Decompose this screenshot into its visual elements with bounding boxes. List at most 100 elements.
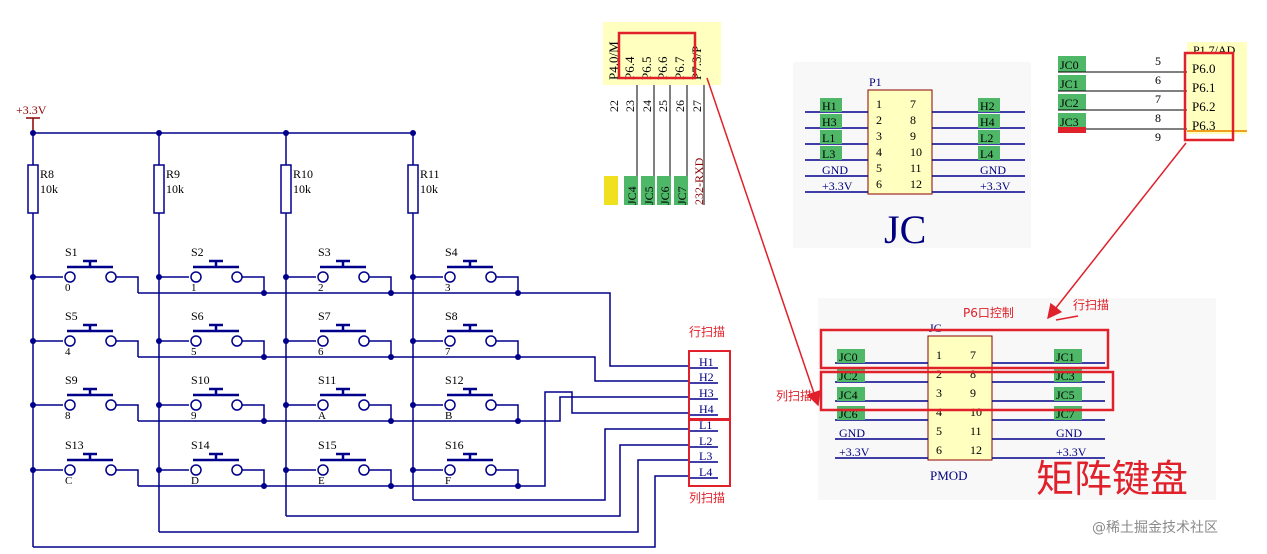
connector-right-net: JC1	[1056, 350, 1075, 364]
connector-pin-number: 8	[970, 367, 976, 381]
connector-left-net: H1	[822, 99, 837, 113]
switch-s6: S65	[156, 309, 243, 358]
junction-dot	[261, 418, 267, 424]
mcu-right-pin-number: 7	[1155, 92, 1161, 106]
junction-dot	[410, 130, 416, 136]
resistor-ref: R9	[166, 167, 180, 181]
switch-contact	[485, 464, 497, 476]
mcu-right-red-tag	[1058, 127, 1086, 133]
switch-key: 1	[191, 282, 197, 294]
switch-contact	[444, 399, 456, 411]
connector-left-net: L1	[822, 131, 835, 145]
connector-pin-number: 7	[910, 97, 916, 111]
switch-ref: S10	[191, 373, 210, 387]
mcu-top-net-jc4: JC4	[625, 186, 639, 205]
switch-s1: S10	[30, 245, 117, 294]
switch-lead-right	[242, 276, 265, 293]
mcu-top-pin-name: P7.3/P	[689, 46, 704, 80]
switch-contact	[105, 399, 117, 411]
connector-net-tag	[1054, 387, 1082, 401]
switch-s7: S76	[283, 309, 370, 358]
mcu-right-body	[1187, 42, 1247, 134]
switch-lead-right	[242, 469, 265, 486]
switch-contact	[231, 335, 243, 347]
connector-right-net: L2	[980, 131, 993, 145]
mcu-right-pin-name: P6.0	[1192, 61, 1215, 76]
connector-pin-number: 5	[876, 161, 882, 175]
mcu-top-pin-number: 23	[623, 100, 637, 112]
power-label: +3.3V	[16, 103, 47, 117]
mcu-right-header: P1.7/AD	[1193, 43, 1236, 57]
switch-ref: S13	[65, 438, 84, 452]
connector-net-tag	[820, 114, 842, 128]
net-label-h3: H3	[699, 386, 714, 400]
connector-pin-number: 3	[876, 129, 882, 143]
switch-contact	[444, 271, 456, 283]
switch-lead-right	[116, 276, 139, 293]
wire-h4	[518, 391, 690, 487]
switch-lead-right	[496, 276, 519, 293]
connector-pin-number: 1	[876, 97, 882, 111]
connector-pin-number: 12	[910, 177, 922, 191]
arrow-row-scan	[1047, 142, 1187, 320]
switch-lead-right	[116, 469, 139, 486]
connector-net-tag	[820, 130, 842, 144]
connector-right-net: +3.3V	[980, 179, 1011, 193]
connector-right-net: L4	[980, 147, 993, 161]
switch-contact	[485, 335, 497, 347]
switch-key: C	[65, 475, 72, 487]
mcu-right-net-jc0: JC0	[1060, 58, 1079, 72]
connector-right-net: JC5	[1056, 388, 1075, 402]
switch-lead-right	[369, 469, 392, 486]
connector-left-net: +3.3V	[822, 179, 853, 193]
junction-dot	[283, 274, 289, 280]
mcu-right-net-jc3: JC3	[1060, 115, 1079, 129]
p1-body	[867, 89, 933, 195]
junction-dot	[30, 402, 36, 408]
switch-s2: S21	[156, 245, 243, 294]
switch-lead-right	[242, 340, 265, 357]
mcu-top-pin-number: 27	[690, 100, 704, 112]
net-label-l1: L1	[699, 418, 712, 432]
junction-dot	[410, 338, 416, 344]
junction-dot	[156, 130, 162, 136]
resistor-value: 10k	[40, 182, 58, 196]
resistor-body	[153, 164, 165, 214]
switch-key: A	[318, 410, 326, 422]
pmod-body	[927, 335, 993, 461]
switch-key: 6	[318, 346, 324, 358]
switch-key: 7	[445, 346, 451, 358]
mcu-top-net-jc5: JC5	[642, 186, 656, 205]
connector-pin-number: 11	[970, 424, 982, 438]
mcu-right-net-tag	[1058, 75, 1086, 91]
switch-contact	[64, 464, 76, 476]
switch-contact	[190, 464, 202, 476]
wire-l1	[413, 428, 690, 501]
connector-left-net: +3.3V	[839, 445, 870, 459]
switch-ref: S15	[318, 438, 337, 452]
junction-dot	[156, 274, 162, 280]
mcu-right-pin-number: 8	[1155, 111, 1161, 125]
connector-pin-number: 1	[936, 348, 942, 362]
resistor-ref: R8	[40, 167, 54, 181]
connector-net-tag	[837, 387, 865, 401]
junction-dot	[410, 402, 416, 408]
mcu-top-pin-name: P6.5	[639, 57, 654, 80]
pmod-col-scan-label: 列扫描	[776, 389, 812, 403]
resistor-value: 10k	[166, 182, 184, 196]
mcu-right-net-tag	[1058, 56, 1086, 72]
connector-pin-number: 8	[910, 113, 916, 127]
connector-right-net: +3.3V	[1056, 445, 1087, 459]
switch-key: F	[445, 475, 451, 487]
resistor-value: 10k	[420, 182, 438, 196]
resistor-body	[280, 164, 292, 214]
net-label-l4: L4	[699, 465, 712, 479]
pmod-row-scan-label: 行扫描	[1073, 298, 1109, 312]
switch-contact	[358, 335, 370, 347]
